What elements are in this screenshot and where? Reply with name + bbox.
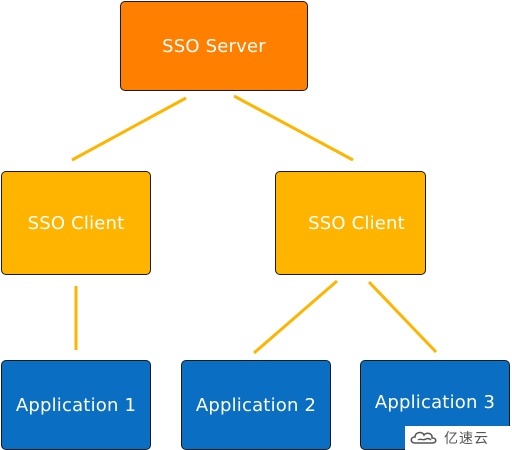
application-2-label: Application 2 xyxy=(195,394,317,416)
sso-client-node-1: SSO Client xyxy=(1,171,151,275)
application-node-2: Application 2 xyxy=(181,360,331,450)
sso-client-1-label: SSO Client xyxy=(27,212,125,234)
connector-client-2-app-3 xyxy=(367,280,438,354)
watermark: 亿速云 xyxy=(405,426,512,450)
sso-server-node: SSO Server xyxy=(120,1,308,91)
application-node-1: Application 1 xyxy=(1,360,151,450)
connector-client-2-app-2 xyxy=(253,279,338,355)
sso-server-label: SSO Server xyxy=(162,35,266,57)
sso-client-2-label: SSO Client xyxy=(308,212,405,234)
application-1-label: Application 1 xyxy=(15,394,137,416)
connector-server-client-2 xyxy=(233,94,354,162)
watermark-text: 亿速云 xyxy=(444,431,489,447)
connector-server-client-1 xyxy=(71,96,187,162)
sso-client-node-2: SSO Client xyxy=(275,171,426,275)
application-3-label: Application 3 xyxy=(374,391,496,413)
cloud-logo-icon xyxy=(410,431,437,444)
